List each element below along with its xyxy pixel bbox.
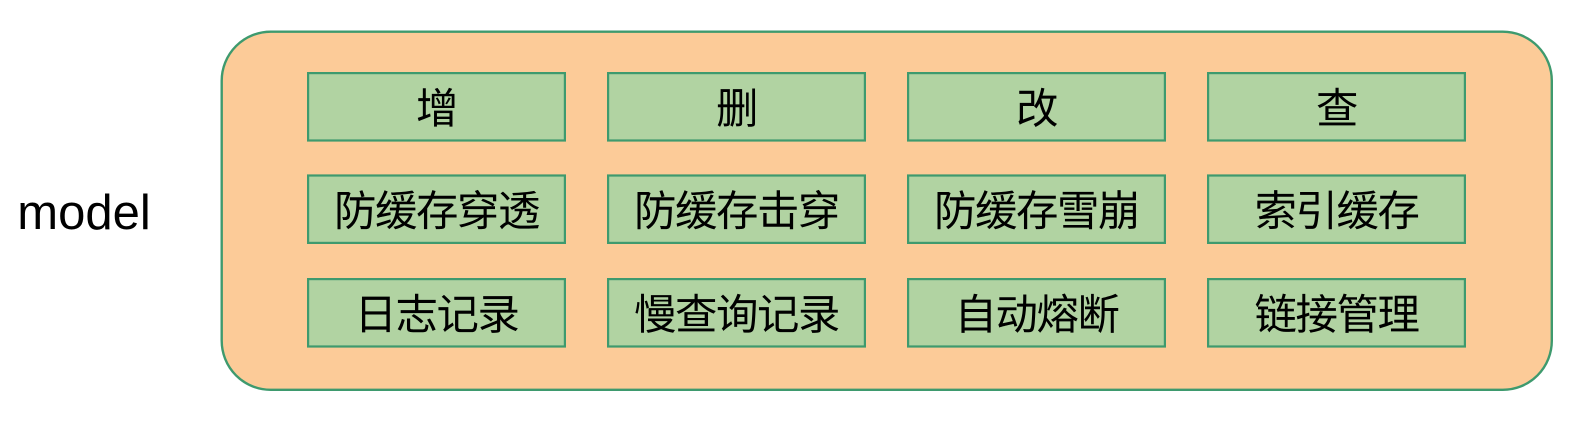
svg-text:model: model (17, 186, 150, 240)
